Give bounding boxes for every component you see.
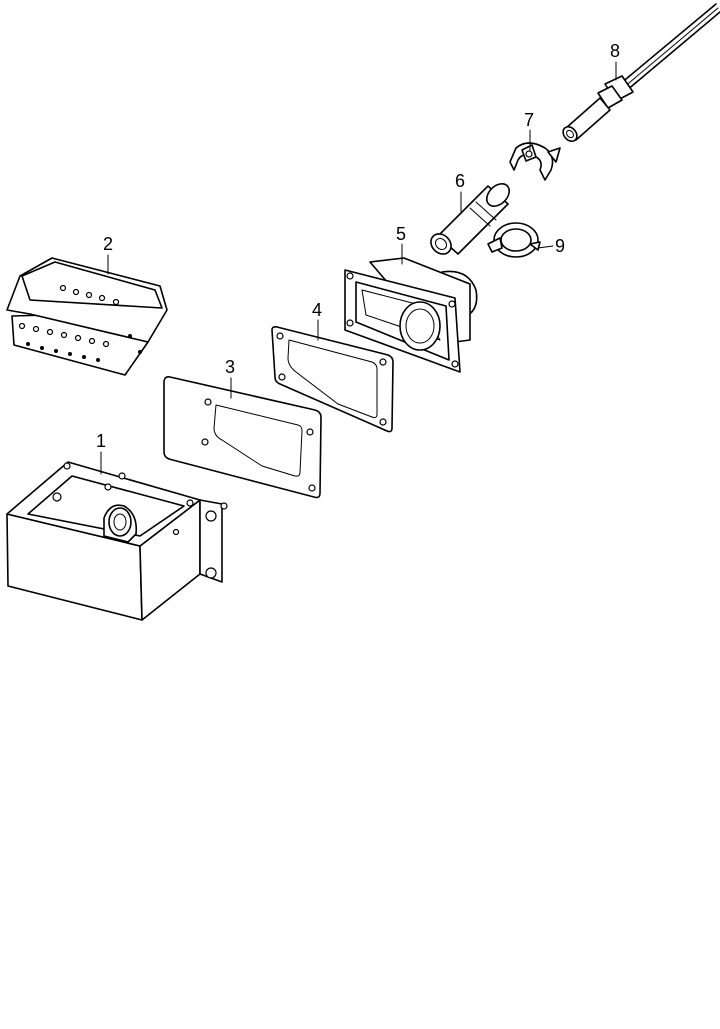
part-2-vent-holes (18, 284, 142, 362)
callout-7: 7 (524, 110, 534, 130)
callout-3: 3 (225, 357, 235, 377)
callout-9: 9 (555, 236, 565, 256)
part-7-clip (509, 142, 561, 181)
part-4-gasket (271, 326, 394, 433)
part-1-box (6, 461, 228, 621)
callout-6: 6 (455, 171, 465, 191)
part-9-ring (487, 222, 541, 258)
callout-1: 1 (96, 431, 106, 451)
part-3-plate (163, 376, 322, 499)
callout-5: 5 (396, 224, 406, 244)
callout-8: 8 (610, 41, 620, 61)
callout-4: 4 (312, 300, 322, 320)
leader-9 (537, 245, 554, 249)
part-5-flange-housing (344, 257, 478, 373)
part-6-insert (430, 183, 510, 255)
part-8-cable-plug (562, 3, 720, 143)
leader-lines (100, 61, 617, 475)
part-2-tray (6, 257, 168, 376)
callout-labels: 1 2 3 4 5 6 7 8 9 (96, 41, 620, 451)
callout-2: 2 (103, 234, 113, 254)
